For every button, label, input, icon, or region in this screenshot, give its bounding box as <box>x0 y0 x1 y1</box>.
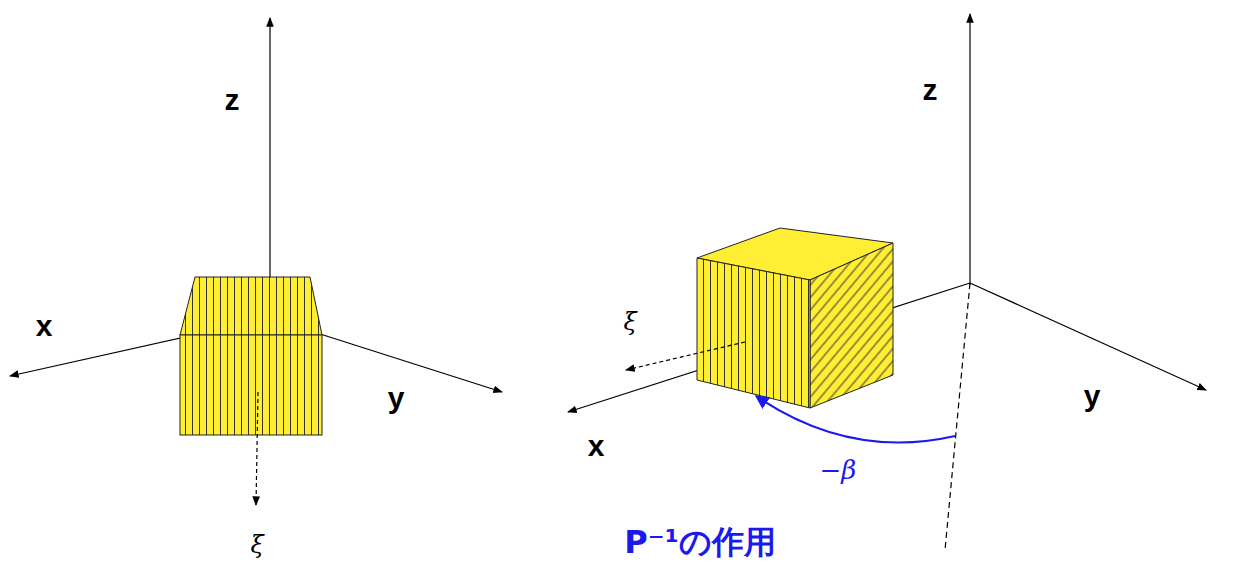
axis-label: y <box>1084 379 1101 413</box>
vector-label: ξ <box>623 308 636 336</box>
rotation-arrow <box>756 396 955 443</box>
axis-label: y <box>388 381 405 415</box>
angle-label: −β <box>820 455 857 485</box>
right-axes <box>568 14 1206 550</box>
axis-label: x <box>36 309 53 343</box>
figure-title: P⁻¹の作用 <box>624 521 775 565</box>
axis-label: z <box>923 73 938 107</box>
axis-label: z <box>225 83 240 117</box>
xi-arrow <box>256 392 258 505</box>
right-box <box>697 228 893 408</box>
xi-arrow <box>626 342 745 370</box>
axis-label: x <box>588 429 605 463</box>
vector-label: ξ <box>250 531 263 559</box>
left-box <box>180 277 322 435</box>
